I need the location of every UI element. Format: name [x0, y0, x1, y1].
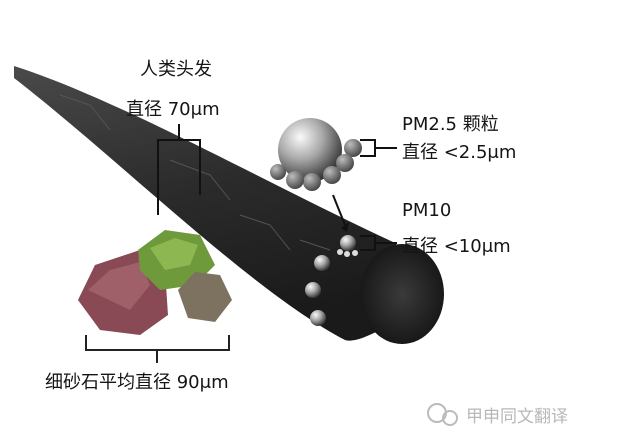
pm25-bracket	[360, 139, 397, 157]
hair-label: 人类头发	[140, 59, 212, 80]
hair-strand	[14, 66, 444, 344]
sand-diameter: 细砂石平均直径 90μm	[45, 372, 229, 393]
pm10-particles	[305, 235, 358, 326]
pm25-label: PM2.5 颗粒	[402, 114, 499, 135]
pm10-diameter: 直径 <10μm	[402, 236, 511, 257]
pm10-label: PM10	[402, 200, 452, 221]
pm10-bracket	[360, 235, 397, 251]
arrow-icon	[332, 194, 346, 226]
pm25-particle	[270, 118, 362, 191]
pm25-diameter: 直径 <2.5μm	[402, 142, 517, 163]
hair-bracket	[157, 124, 201, 215]
hair-diameter: 直径 70μm	[126, 99, 220, 120]
sand-bracket	[85, 335, 230, 363]
sand-rocks	[78, 230, 232, 335]
watermark: 甲申同文翻译	[466, 407, 568, 427]
hair-cross-section	[360, 244, 444, 344]
wechat-icon	[427, 403, 458, 426]
